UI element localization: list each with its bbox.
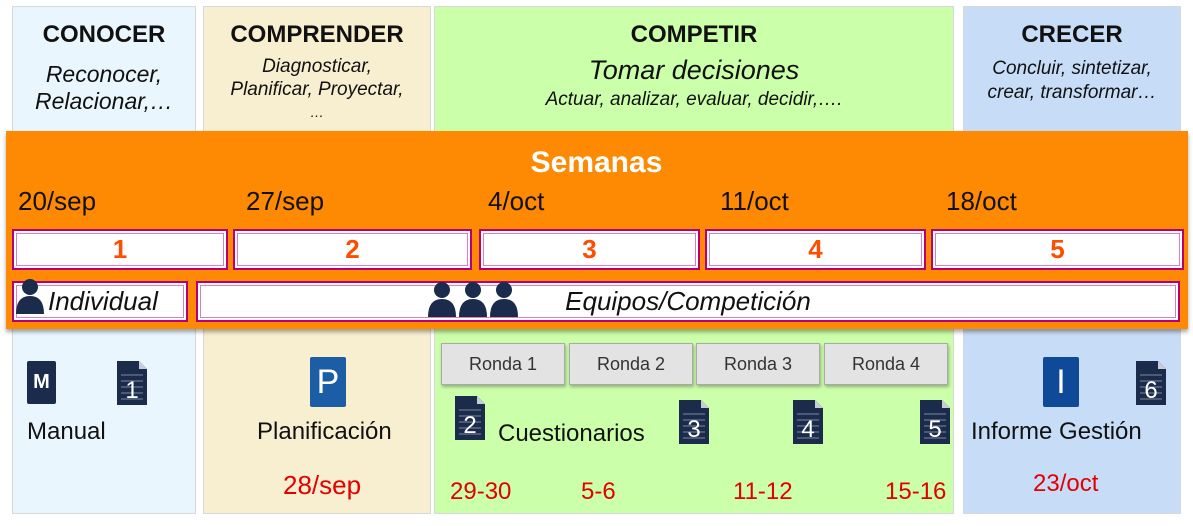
week-date: 11/oct bbox=[720, 186, 789, 216]
individual-label: Individual bbox=[48, 286, 158, 316]
week-box-3: 3 bbox=[479, 229, 700, 270]
person-icon bbox=[459, 282, 487, 317]
stage-line: Diagnosticar, bbox=[262, 56, 372, 77]
person-icon bbox=[490, 282, 518, 317]
deadline-ronda-2: 5-6 bbox=[581, 478, 616, 505]
document-number: 2 bbox=[463, 412, 476, 439]
manual-book-icon: M bbox=[27, 361, 56, 404]
stage-line: crear, transformar… bbox=[987, 82, 1157, 103]
teams-box: Equipos/Competición bbox=[196, 281, 1180, 322]
person-icon bbox=[16, 279, 44, 314]
document-number: 5 bbox=[928, 416, 941, 443]
week-box-1: 1 bbox=[12, 229, 228, 270]
stage-subtitle: Diagnosticar, Planificar, Proyectar, … bbox=[204, 55, 430, 124]
weeks-band-title: Semanas bbox=[530, 146, 663, 179]
stage-line: … bbox=[310, 104, 324, 120]
document-icon: 1 bbox=[117, 361, 147, 405]
stage-line: Actuar, analizar, evaluar, decidir,…. bbox=[545, 89, 843, 110]
cuestionarios-label: Cuestionarios bbox=[498, 420, 645, 447]
teams-label: Equipos/Competición bbox=[565, 286, 811, 316]
deadline-ronda-1: 29-30 bbox=[450, 478, 512, 505]
document-icon: 5 bbox=[920, 400, 950, 444]
document-number: 4 bbox=[801, 416, 814, 443]
stage-line: Tomar decisiones bbox=[588, 55, 800, 85]
manual-label: Manual bbox=[27, 418, 106, 445]
person-icon bbox=[428, 282, 456, 317]
planificacion-label: Planificación bbox=[257, 418, 392, 445]
ronda-1: Ronda 1 bbox=[441, 343, 565, 385]
deadline-plan: 28/sep bbox=[283, 470, 362, 500]
stage-line: Reconocer, bbox=[45, 61, 163, 87]
stage-title: CONOCER bbox=[42, 21, 166, 48]
document-icon: 3 bbox=[679, 400, 709, 444]
ronda-3: Ronda 3 bbox=[696, 343, 820, 385]
deadline-ronda-4: 15-16 bbox=[885, 478, 947, 505]
individual-box: Individual bbox=[12, 281, 188, 322]
stage-line: Planificar, Proyectar, bbox=[230, 79, 404, 100]
stage-line: Relacionar,… bbox=[34, 88, 174, 114]
ronda-4: Ronda 4 bbox=[824, 343, 948, 385]
planificacion-icon: P bbox=[310, 357, 346, 407]
stage-subtitle: Concluir, sintetizar, crear, transformar… bbox=[964, 57, 1180, 105]
document-icon: 6 bbox=[1136, 361, 1166, 405]
document-number: 1 bbox=[125, 377, 138, 404]
week-date: 20/sep bbox=[18, 186, 97, 216]
week-date: 4/oct bbox=[488, 186, 545, 216]
document-number: 3 bbox=[687, 416, 700, 443]
informe-label: Informe Gestión bbox=[971, 418, 1142, 445]
stage-title: COMPETIR bbox=[630, 21, 758, 48]
stage-line: Concluir, sintetizar, bbox=[992, 58, 1152, 79]
stage-title: CRECER bbox=[1021, 21, 1123, 48]
week-box-5: 5 bbox=[931, 229, 1184, 270]
week-date: 18/oct bbox=[946, 186, 1017, 216]
week-box-2: 2 bbox=[233, 229, 472, 270]
document-number: 6 bbox=[1144, 377, 1157, 404]
document-icon: 4 bbox=[793, 400, 823, 444]
stage-subtitle: Tomar decisiones Actuar, analizar, evalu… bbox=[435, 53, 953, 113]
stage-subtitle: Reconocer, Relacionar,… bbox=[13, 61, 195, 115]
stage-title: COMPRENDER bbox=[230, 21, 404, 48]
week-box-4: 4 bbox=[705, 229, 926, 270]
ronda-2: Ronda 2 bbox=[569, 343, 693, 385]
deadline-informe: 23/oct bbox=[1033, 470, 1099, 497]
week-date: 27/sep bbox=[246, 186, 325, 216]
document-icon: 2 bbox=[455, 396, 485, 440]
deadline-ronda-3: 11-12 bbox=[733, 478, 793, 505]
informe-icon: I bbox=[1043, 357, 1079, 407]
